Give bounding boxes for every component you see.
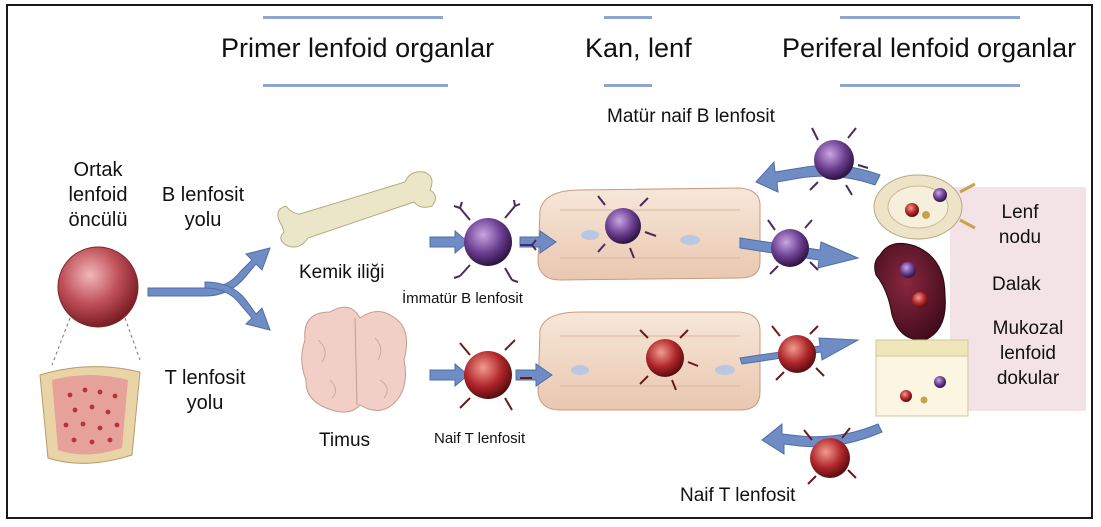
mucosal-label: Mukozal lenfoid dokular (978, 316, 1078, 391)
spleen-icon (875, 243, 946, 340)
thymus-icon (302, 307, 407, 412)
immature-b-label: İmmatür B lenfosit (402, 290, 523, 307)
naive-t-label-small: Naif T lenfosit (434, 430, 525, 447)
progenitor-cell (58, 247, 138, 327)
progenitor-label-line2: lenfoid (48, 183, 148, 208)
progenitor-label: Ortak lenfoid öncülü (48, 158, 148, 233)
mucosal-label-line3: dokular (978, 366, 1078, 391)
lymph-node-label-line1: Lenf (990, 200, 1050, 225)
exiting-b-cell (768, 220, 818, 274)
mature-naive-b-cell (810, 128, 868, 195)
progenitor-label-line1: Ortak (48, 158, 148, 183)
mucosal-tissue-icon (876, 340, 968, 416)
bone-marrow-label: Kemik iliği (299, 262, 385, 284)
mucosal-label-line1: Mukozal (978, 316, 1078, 341)
spleen-label: Dalak (992, 274, 1041, 296)
mature-naive-b-label: Matür naif B lenfosit (607, 106, 775, 128)
progenitor-label-line3: öncülü (48, 208, 148, 233)
zoom-line-right (125, 318, 140, 360)
b-pathway-label: B lenfosit yolu (148, 183, 258, 233)
bone-icon (278, 172, 436, 247)
branch-arrow (148, 248, 270, 330)
t-pathway-label: T lenfosit yolu (150, 366, 260, 416)
lymph-node-icon (874, 175, 975, 239)
thymus-label: Timus (319, 430, 370, 452)
b-pathway-label-line2: yolu (148, 208, 258, 233)
b-pathway-label-line1: B lenfosit (148, 183, 258, 208)
bone-marrow-section-icon (40, 367, 140, 464)
lymph-node-label: Lenf nodu (990, 200, 1050, 250)
t-pathway-label-line1: T lenfosit (150, 366, 260, 391)
naive-t-label: Naif T lenfosit (680, 485, 795, 507)
lymph-node-label-line2: nodu (990, 225, 1050, 250)
zoom-line-left (52, 318, 70, 365)
t-pathway-label-line2: yolu (150, 391, 260, 416)
mucosal-label-line2: lenfoid (978, 341, 1078, 366)
